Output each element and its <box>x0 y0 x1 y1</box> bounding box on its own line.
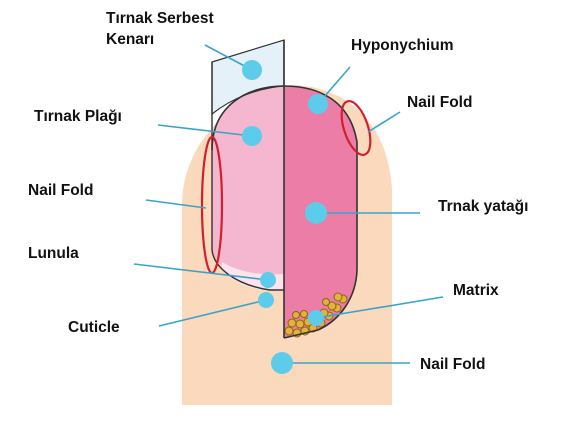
nail-outline <box>211 85 358 339</box>
label-lunula: Lunula <box>28 245 79 262</box>
lunula-outline <box>211 249 284 291</box>
label-nail-bed: Trnak yatağı <box>438 198 529 215</box>
lunula-dot <box>260 272 276 288</box>
cuticle-dot <box>258 292 274 308</box>
nail-plate-leader <box>157 124 253 137</box>
nail-plate-dot <box>242 126 262 146</box>
matrix-dot <box>308 310 324 326</box>
nail-fold-right-ring <box>340 100 372 156</box>
label-nail-fold-left: Nail Fold <box>28 182 94 199</box>
label-nail-plate: Tırnak Plağı <box>34 108 122 125</box>
hyponychium-dot <box>308 94 328 114</box>
label-nail-fold-bottom: Nail Fold <box>420 356 486 373</box>
nail-fold-right-leader <box>367 111 401 133</box>
label-matrix: Matrix <box>453 282 499 299</box>
nail-plate-region <box>212 86 284 281</box>
nail-bed-dot <box>305 202 327 224</box>
label-cuticle: Cuticle <box>68 319 120 336</box>
matrix-leader <box>315 296 444 319</box>
label-free-edge: Tırnak Serbest Kenarı <box>106 10 214 48</box>
cuticle-leader <box>158 299 267 327</box>
lunula-leader <box>133 263 269 281</box>
nail-fold-left-leader <box>145 199 207 209</box>
free-edge-dot <box>242 60 262 80</box>
label-hyponychium: Hyponychium <box>351 37 454 54</box>
nail-fold-bottom-dot <box>271 352 293 374</box>
label-nail-fold-right: Nail Fold <box>407 94 473 111</box>
